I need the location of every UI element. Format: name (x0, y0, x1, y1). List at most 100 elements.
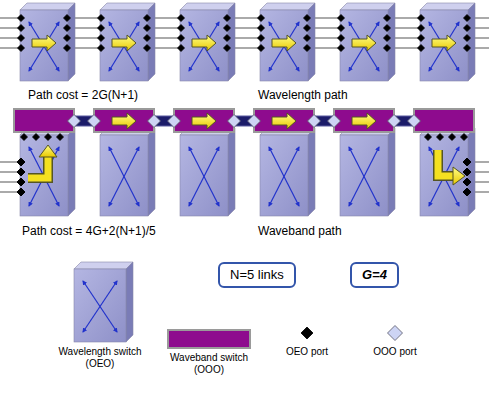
oeo-port (304, 35, 311, 42)
switch-side (468, 3, 475, 81)
yellow-arrow (112, 113, 136, 129)
switch-side (388, 3, 395, 81)
legend-text: Wavelength switch (OEO) (50, 346, 150, 370)
switch-side (68, 128, 75, 216)
path-label: Path cost = 2G(N+1) (28, 88, 138, 102)
switch-cross-arrow (349, 22, 379, 71)
yellow-bent-arrow (438, 150, 454, 176)
ooo-port (248, 115, 261, 128)
oeo-port (258, 45, 265, 52)
oeo-port (18, 189, 25, 196)
ooo-port (308, 115, 321, 128)
oeo-port (304, 15, 311, 22)
yellow-arrow (32, 35, 56, 51)
oeo-port (224, 35, 231, 42)
oeo-port (464, 169, 471, 176)
switch-cross-arrow (349, 147, 379, 206)
switch-cross-arrow (349, 147, 379, 206)
oeo-port (464, 179, 471, 186)
switch-cross-arrow (269, 22, 299, 71)
switch-cross-arrow (429, 22, 459, 71)
switch-cross-arrow (429, 22, 459, 71)
switch-top (20, 3, 75, 10)
switch-cross-arrow (189, 22, 219, 71)
oeo-port (18, 179, 25, 186)
switch-cross-arrow (29, 22, 59, 71)
oeo-port (18, 159, 25, 166)
oeo-port (18, 179, 25, 186)
ooo-port (148, 115, 161, 128)
path-label: Wavelength path (258, 88, 348, 102)
oeo-port (461, 134, 468, 141)
yellow-bent-arrow (453, 167, 465, 185)
switch-side (148, 128, 155, 216)
oeo-port (338, 45, 345, 52)
switch-side (388, 128, 395, 216)
parameter-box: G=4 (350, 262, 399, 288)
switch-cross-arrow (269, 147, 299, 206)
oeo-port (144, 15, 151, 22)
oeo-port (64, 15, 71, 22)
switch-front (340, 135, 388, 216)
oeo-port (64, 45, 71, 52)
switch-cross-arrow (109, 22, 139, 71)
switch-cross-arrow (83, 281, 117, 332)
switch-side (228, 128, 235, 216)
yellow-bent-arrow (28, 156, 48, 178)
ooo-port-sample (388, 326, 403, 341)
parameter-box: N=5 links (218, 262, 296, 288)
waveband-switch (414, 109, 474, 132)
oeo-port (18, 179, 25, 186)
switch-side (68, 3, 75, 81)
oeo-port (464, 189, 471, 196)
oeo-port (464, 179, 471, 186)
oeo-port (18, 169, 25, 176)
legend-text: Waveband switch (OOO) (159, 352, 259, 376)
switch-front (20, 10, 68, 81)
switch-cross-arrow (109, 147, 139, 206)
switch-side (308, 3, 315, 81)
oeo-port (304, 45, 311, 52)
switch-top (340, 3, 395, 10)
path-label: Path cost = 4G+2(N+1)/5 (22, 224, 156, 238)
oeo-port (18, 15, 25, 22)
yellow-arrow (432, 35, 456, 51)
yellow-arrow (192, 35, 216, 51)
switch-front (180, 135, 228, 216)
oeo-port (464, 169, 471, 176)
oeo-port (464, 179, 471, 186)
oeo-port (18, 169, 25, 176)
yellow-arrow (112, 35, 136, 51)
oeo-port (464, 189, 471, 196)
oeo-port (418, 25, 425, 32)
yellow-bent-arrow (39, 145, 57, 157)
switch-cross-arrow (29, 22, 59, 71)
oeo-port (464, 179, 471, 186)
switch-front (20, 135, 68, 216)
oeo-port (45, 134, 52, 141)
oeo-port (33, 134, 40, 141)
oeo-port (338, 35, 345, 42)
oeo-port (18, 159, 25, 166)
switch-top (420, 3, 475, 10)
oeo-port (178, 45, 185, 52)
oeo-port (18, 179, 25, 186)
oeo-port (464, 189, 471, 196)
oeo-port (18, 189, 25, 196)
switch-side (228, 3, 235, 81)
oeo-port (464, 25, 471, 32)
legend-text: OEO port (277, 346, 337, 358)
switch-top (260, 3, 315, 10)
oeo-port (258, 15, 265, 22)
ooo-port (328, 115, 341, 128)
path-label: Waveband path (258, 224, 342, 238)
oeo-port (464, 179, 471, 186)
switch-cross-arrow (189, 147, 219, 206)
switch-cross-arrow (269, 147, 299, 206)
oeo-port (464, 159, 471, 166)
switch-cross-arrow (349, 22, 379, 71)
oeo-port (18, 169, 25, 176)
oeo-port (64, 35, 71, 42)
oeo-port (178, 15, 185, 22)
switch-cross-arrow (269, 22, 299, 71)
